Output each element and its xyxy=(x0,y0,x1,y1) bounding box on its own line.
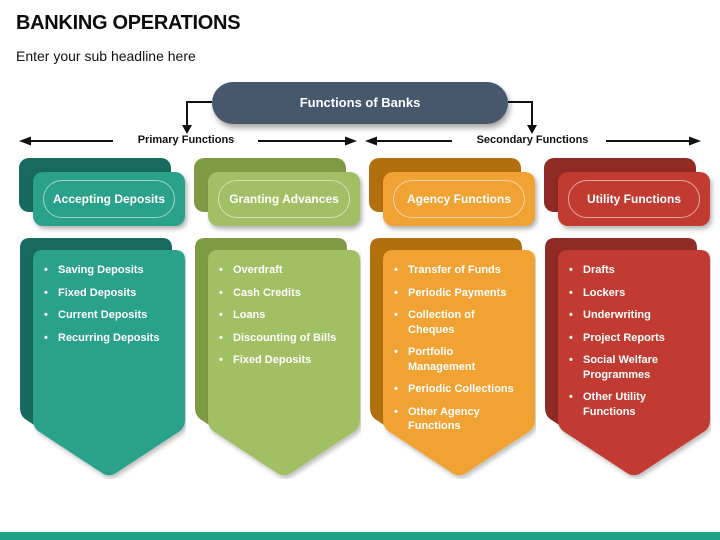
list-item: Underwriting xyxy=(568,308,706,323)
banner-front xyxy=(33,250,185,476)
list-item: Loans xyxy=(218,308,356,323)
list-item: Collection of Cheques xyxy=(393,308,531,337)
list-item: Drafts xyxy=(568,263,706,278)
list-item: Overdraft xyxy=(218,263,356,278)
header-ring: Agency Functions xyxy=(393,180,525,218)
bottom-accent-bar xyxy=(0,532,720,540)
header-label: Granting Advances xyxy=(229,192,339,206)
header-card: Utility Functions xyxy=(558,172,710,226)
list-item: Cash Credits xyxy=(218,286,356,301)
list-item: Saving Deposits xyxy=(43,263,181,278)
list-item: Fixed Deposits xyxy=(218,353,356,368)
list-item: Other Agency Functions xyxy=(393,405,531,434)
list-item: Other Utility Functions xyxy=(568,390,706,419)
list-item: Current Deposits xyxy=(43,308,181,323)
list-item: Social Welfare Programmes xyxy=(568,353,706,382)
item-list: Transfer of Funds Periodic Payments Coll… xyxy=(393,263,531,442)
header-ring: Granting Advances xyxy=(218,180,350,218)
list-item: Periodic Collections xyxy=(393,382,531,397)
column-agency-functions: Agency Functions Transfer of Funds Perio… xyxy=(365,0,535,500)
list-item: Project Reports xyxy=(568,331,706,346)
column-accepting-deposits: Accepting Deposits Saving Deposits Fixed… xyxy=(15,0,185,500)
header-card: Accepting Deposits xyxy=(33,172,185,226)
page-subtitle: Enter your sub headline here xyxy=(16,48,196,64)
header-label: Utility Functions xyxy=(587,192,681,206)
list-item: Transfer of Funds xyxy=(393,263,531,278)
root-node: Functions of Banks xyxy=(212,82,508,124)
page-title: BANKING OPERATIONS xyxy=(16,12,241,34)
column-granting-advances: Granting Advances Overdraft Cash Credits… xyxy=(190,0,360,500)
list-item: Discounting of Bills xyxy=(218,331,356,346)
primary-functions-label: Primary Functions xyxy=(137,134,235,146)
header-ring: Accepting Deposits xyxy=(43,180,175,218)
list-item: Lockers xyxy=(568,286,706,301)
header-ring: Utility Functions xyxy=(568,180,700,218)
secondary-functions-label: Secondary Functions xyxy=(476,134,589,146)
column-utility-functions: Utility Functions Drafts Lockers Underwr… xyxy=(540,0,710,500)
list-item: Fixed Deposits xyxy=(43,286,181,301)
item-list: Saving Deposits Fixed Deposits Current D… xyxy=(43,263,181,353)
item-list: Overdraft Cash Credits Loans Discounting… xyxy=(218,263,356,376)
header-label: Agency Functions xyxy=(406,192,511,206)
list-item: Portfolio Management xyxy=(393,345,531,374)
header-card: Granting Advances xyxy=(208,172,360,226)
item-list: Drafts Lockers Underwriting Project Repo… xyxy=(568,263,706,427)
header-card: Agency Functions xyxy=(383,172,535,226)
list-item: Periodic Payments xyxy=(393,286,531,301)
list-item: Recurring Deposits xyxy=(43,331,181,346)
header-label: Accepting Deposits xyxy=(52,192,166,206)
